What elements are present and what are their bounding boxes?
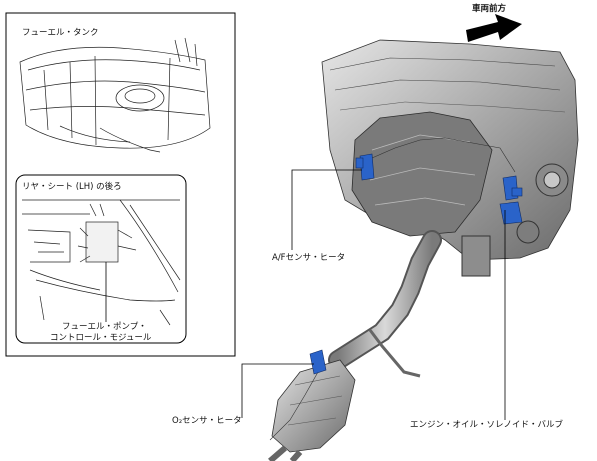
tank-inset-frame: [5, 12, 236, 357]
fuel-tank-label: フューエル・タンク: [22, 28, 99, 38]
o2-sensor-label: O₂センサ・ヒータ: [172, 416, 242, 426]
oil-solenoid-label: エンジン・オイル・ソレノイド・バルブ: [410, 420, 564, 430]
rear-seat-label: リヤ・シート (LH) の後ろ: [22, 182, 122, 192]
exhaust-pipe-drawing: [328, 230, 442, 378]
pump-module-label-line1: フューエル・ポンプ・: [62, 322, 147, 332]
front-arrow-icon: [466, 14, 522, 42]
oil-solenoid-highlight: [499, 175, 523, 225]
af-sensor-label: A/Fセンサ・ヒータ: [272, 253, 346, 263]
af-sensor-leader: [291, 169, 362, 250]
vehicle-front-label: 車両前方: [472, 4, 507, 14]
harness-lower: [269, 371, 319, 441]
af-sensor-highlight: [355, 153, 375, 181]
o2-sensor-highlight: [309, 349, 327, 375]
pump-module-label-line2: コントロール・モジュール: [50, 333, 152, 343]
pump-module-drawing: [22, 199, 181, 326]
catalytic-converter-drawing: [268, 359, 356, 461]
o2-sensor-leader: [241, 363, 314, 418]
harness-upper: [371, 137, 516, 173]
fuel-tank-drawing: [19, 37, 211, 153]
